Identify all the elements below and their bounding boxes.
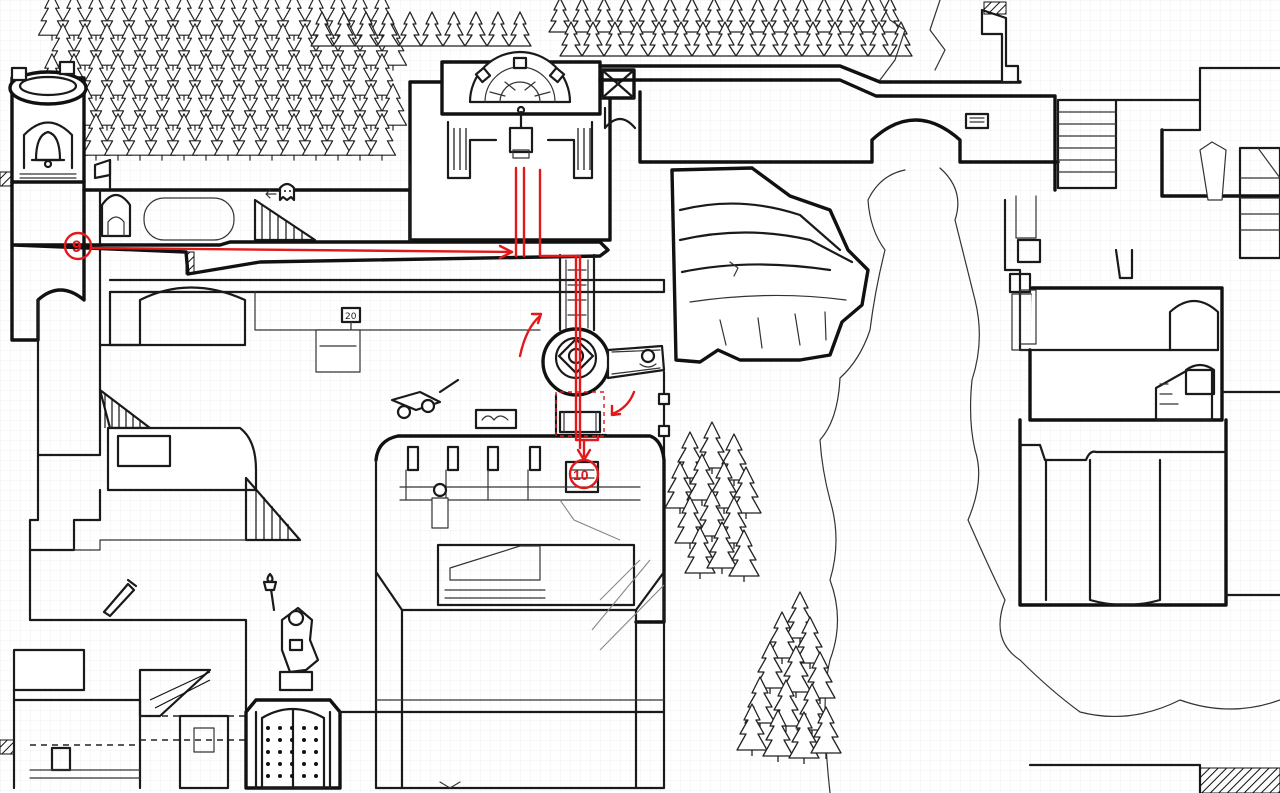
gate-stud: [266, 726, 270, 730]
gate-stud: [302, 750, 306, 754]
gate-stud: [290, 774, 294, 778]
stairs-left: [104, 394, 141, 428]
gate-stud: [302, 762, 306, 766]
gate-stud: [278, 738, 282, 742]
gate-stud: [302, 738, 306, 742]
stairs-upper: [253, 198, 317, 242]
stairs-bottom-left: [149, 671, 211, 709]
gate-stud: [290, 750, 294, 754]
statue-icon: [262, 572, 320, 692]
sign-20: 20: [315, 306, 362, 373]
sign-20-label: 20: [345, 312, 357, 322]
statue-figure-icon: [431, 482, 449, 529]
ghost-icon: [278, 182, 296, 202]
marker-9: 9: [63, 231, 93, 261]
marker-10-label: 10: [573, 467, 589, 483]
gear-icon: [468, 50, 572, 104]
gate-stud: [278, 762, 282, 766]
crate-icon: [600, 68, 636, 100]
hatch-left-stairs: [453, 128, 591, 170]
gate-stud: [302, 774, 306, 778]
torch-icon-small: [102, 578, 138, 618]
stairs-mid-left: [255, 488, 289, 540]
gate-stud: [266, 762, 270, 766]
torch-icon: [262, 572, 278, 592]
lever-icon: [508, 105, 534, 159]
left-lower-buildings: [12, 298, 302, 790]
gate-stud: [302, 726, 306, 730]
gate-stud: [314, 750, 318, 754]
gate-stud: [266, 738, 270, 742]
gate-stud: [278, 774, 282, 778]
creature-icon: [639, 348, 657, 368]
bell-icon: [30, 130, 66, 169]
bell-tower: [0, 60, 88, 755]
gate-stud: [314, 726, 318, 730]
gate-stud: [278, 726, 282, 730]
gear-shrine: [408, 50, 637, 242]
gate-stud: [266, 774, 270, 778]
route-overlay: 9 10: [63, 166, 636, 490]
gate-stud: [314, 738, 318, 742]
gate-studs: [266, 726, 318, 778]
stairs-right: [1057, 111, 1117, 173]
long-bridge: [12, 240, 666, 347]
gate-stud: [290, 738, 294, 742]
marker-9-label: 9: [72, 237, 81, 256]
gate-stud: [278, 750, 282, 754]
gate-stud: [314, 774, 318, 778]
right-complex: [1003, 98, 1280, 793]
rock-cliff: [670, 166, 870, 364]
gate-stud: [314, 762, 318, 766]
cart-icon: [390, 378, 460, 420]
arrow-left-icon: [265, 189, 277, 199]
central-keep: [374, 434, 666, 790]
winding-path: [819, 0, 1280, 793]
marker-10: 10: [568, 458, 600, 490]
top-walkway: [598, 1, 1280, 192]
gate-stud: [290, 726, 294, 730]
plaque: [474, 408, 518, 430]
gate-stud: [290, 762, 294, 766]
statue-gate: [244, 572, 666, 790]
gate-stud: [266, 750, 270, 754]
